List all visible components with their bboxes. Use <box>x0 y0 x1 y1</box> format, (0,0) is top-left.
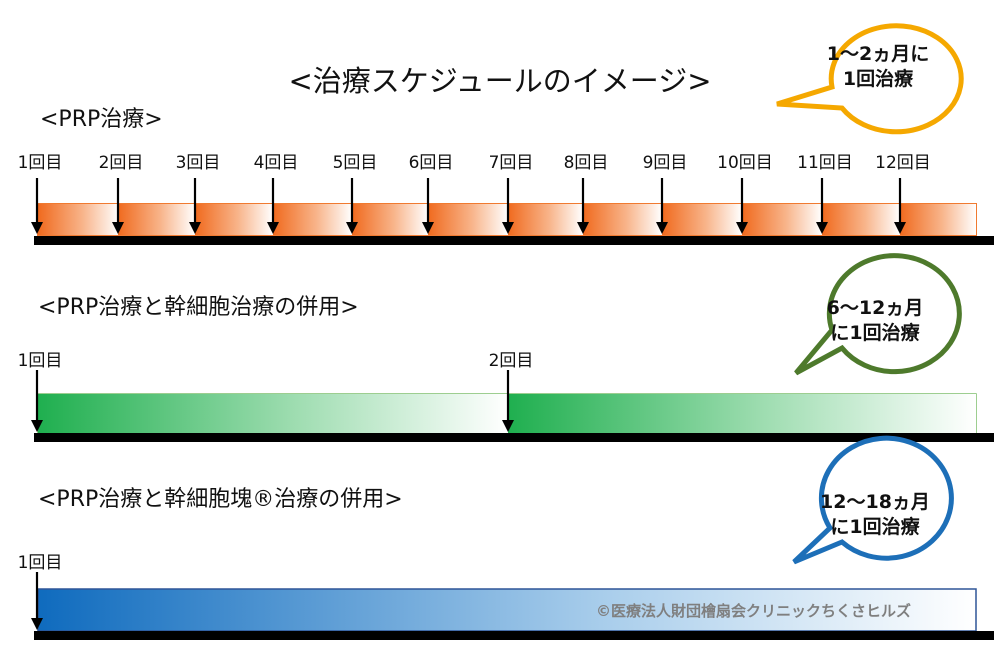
treatment-label: 6回目 <box>408 153 454 173</box>
treatment-label: 11回目 <box>797 153 853 173</box>
stemcell-axis-line <box>34 433 994 442</box>
treatment-arrow-head <box>31 222 43 234</box>
prp-segment <box>583 204 662 235</box>
stemcell-segment-2 <box>508 394 976 433</box>
bubble-1-line-2: 1回治療 <box>842 67 914 90</box>
bubble-3-line-1: 12〜18ヵ月 <box>820 491 930 513</box>
bubble-3-line-2: に1回治療 <box>830 515 920 538</box>
treatment-arrow-head <box>656 222 668 234</box>
prp-timeline <box>31 178 994 245</box>
treatment-arrow-head <box>894 222 906 234</box>
prp-segment <box>195 204 273 235</box>
treatment-label: 10回目 <box>717 153 773 173</box>
bubble-2-line-1: 6〜12ヵ月 <box>826 297 924 319</box>
treatment-arrow-head <box>736 222 748 234</box>
prp-segment <box>508 204 583 235</box>
treatment-arrow-head <box>267 222 279 234</box>
treatment-label: 1回目 <box>17 351 63 371</box>
treatment-label: 1回目 <box>17 153 63 173</box>
section-label-cluster: <PRP治療と幹細胞塊®治療の併用> <box>38 487 403 512</box>
treatment-label: 8回目 <box>563 153 609 173</box>
treatment-label: 12回目 <box>875 153 931 173</box>
cluster-axis-line <box>34 631 994 640</box>
section-label-stemcell: <PRP治療と幹細胞治療の併用> <box>38 295 359 320</box>
bubble-3-text: 12〜18ヵ月 に1回治療 <box>800 490 950 539</box>
treatment-label: 2回目 <box>488 351 534 371</box>
stemcell-timeline <box>31 370 994 442</box>
prp-segment <box>428 204 508 235</box>
prp-segment <box>742 204 822 235</box>
treatment-label: 5回目 <box>332 153 378 173</box>
prp-segment <box>118 204 195 235</box>
treatment-arrow-head <box>112 222 124 234</box>
treatment-arrow-head <box>577 222 589 234</box>
section-label-prp: <PRP治療> <box>40 107 163 132</box>
treatment-label: 2回目 <box>98 153 144 173</box>
treatment-label: 1回目 <box>17 553 63 573</box>
treatment-arrow-head <box>346 222 358 234</box>
treatment-arrow-head <box>31 618 43 630</box>
prp-segment <box>352 204 428 235</box>
treatment-arrow-head <box>422 222 434 234</box>
cluster-timeline <box>31 572 994 640</box>
treatment-arrow-head <box>816 222 828 234</box>
stemcell-segment-1 <box>38 394 508 433</box>
prp-segment <box>822 204 900 235</box>
bubble-3 <box>792 435 954 565</box>
treatment-label: 4回目 <box>253 153 299 173</box>
treatment-label: 9回目 <box>642 153 688 173</box>
page-title: <治療スケジュールのイメージ> <box>288 64 712 98</box>
prp-segment <box>900 204 976 235</box>
treatment-arrow-head <box>502 222 514 234</box>
treatment-arrow-head <box>189 222 201 234</box>
prp-segment <box>273 204 352 235</box>
bubble-2-line-2: に1回治療 <box>830 321 920 344</box>
bubble-1 <box>776 23 964 135</box>
treatment-arrow-head <box>502 420 514 432</box>
treatment-arrow-head <box>31 420 43 432</box>
prp-segment <box>662 204 742 235</box>
prp-segment <box>38 204 119 235</box>
bubble-1-line-1: 1〜2ヵ月に <box>826 43 930 65</box>
prp-axis-line <box>34 236 994 245</box>
bubble-1-text: 1〜2ヵ月に 1回治療 <box>803 42 953 91</box>
watermark: ©医療法人財団檜扇会クリニックちくさヒルズ <box>596 602 912 620</box>
treatment-label: 7回目 <box>488 153 534 173</box>
bubble-2-text: 6〜12ヵ月 に1回治療 <box>800 296 950 345</box>
treatment-label: 3回目 <box>175 153 221 173</box>
bubble-2 <box>794 253 962 376</box>
